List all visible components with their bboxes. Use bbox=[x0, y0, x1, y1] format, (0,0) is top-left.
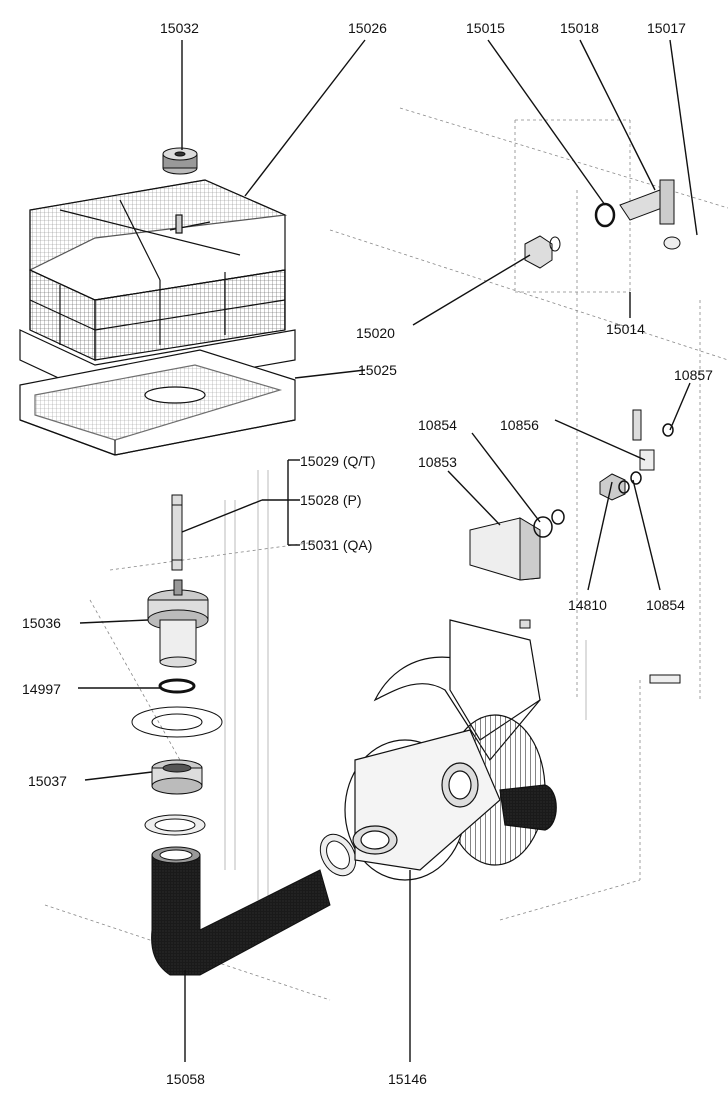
callout-14810: 14810 bbox=[568, 597, 607, 613]
part-inlet-fitting bbox=[594, 179, 681, 250]
part-drain-hose bbox=[151, 846, 331, 976]
callout-10856: 10856 bbox=[500, 417, 539, 433]
callout-10857: 10857 bbox=[674, 367, 713, 383]
callout-15031: 15031 (QA) bbox=[300, 537, 372, 553]
callout-10854-upper: 10854 bbox=[418, 417, 457, 433]
part-hose-clamp-right bbox=[319, 833, 357, 877]
callout-15020: 15020 bbox=[356, 325, 395, 341]
part-bulkhead-nut bbox=[524, 235, 561, 269]
part-pump bbox=[344, 619, 557, 881]
callout-15146: 15146 bbox=[388, 1071, 427, 1087]
part-cap bbox=[162, 147, 198, 175]
callout-14997: 14997 bbox=[22, 681, 61, 697]
callout-15026: 15026 bbox=[348, 20, 387, 36]
part-nut bbox=[151, 759, 203, 795]
callout-15037: 15037 bbox=[28, 773, 67, 789]
part-o-ring bbox=[158, 678, 196, 694]
part-washers-upper bbox=[533, 509, 565, 538]
part-filter-tray bbox=[19, 349, 296, 456]
cabinet-outline bbox=[44, 107, 728, 1001]
callout-15058: 15058 bbox=[166, 1071, 205, 1087]
callout-15015: 15015 bbox=[466, 20, 505, 36]
part-cover-block bbox=[469, 517, 541, 581]
callout-10853: 10853 bbox=[418, 454, 457, 470]
cabinet-solid-lines bbox=[224, 470, 587, 900]
callout-15036: 15036 bbox=[22, 615, 61, 631]
callout-10854-lower: 10854 bbox=[646, 597, 685, 613]
part-drain-housing bbox=[147, 579, 209, 668]
part-gasket bbox=[131, 706, 223, 738]
part-side-fittings bbox=[519, 409, 681, 684]
callout-15014: 15014 bbox=[606, 321, 645, 337]
callout-15029: 15029 (Q/T) bbox=[300, 453, 375, 469]
callout-15032: 15032 bbox=[160, 20, 199, 36]
callout-15017: 15017 bbox=[647, 20, 686, 36]
leader-lines bbox=[78, 39, 698, 1062]
part-hose-clamp-left bbox=[144, 814, 206, 836]
callout-15028: 15028 (P) bbox=[300, 492, 361, 508]
part-rod bbox=[171, 494, 183, 571]
callout-15025: 15025 bbox=[358, 362, 397, 378]
callout-15018: 15018 bbox=[560, 20, 599, 36]
callout-labels: 15032 15026 15015 15018 15017 15020 1501… bbox=[22, 20, 713, 1087]
